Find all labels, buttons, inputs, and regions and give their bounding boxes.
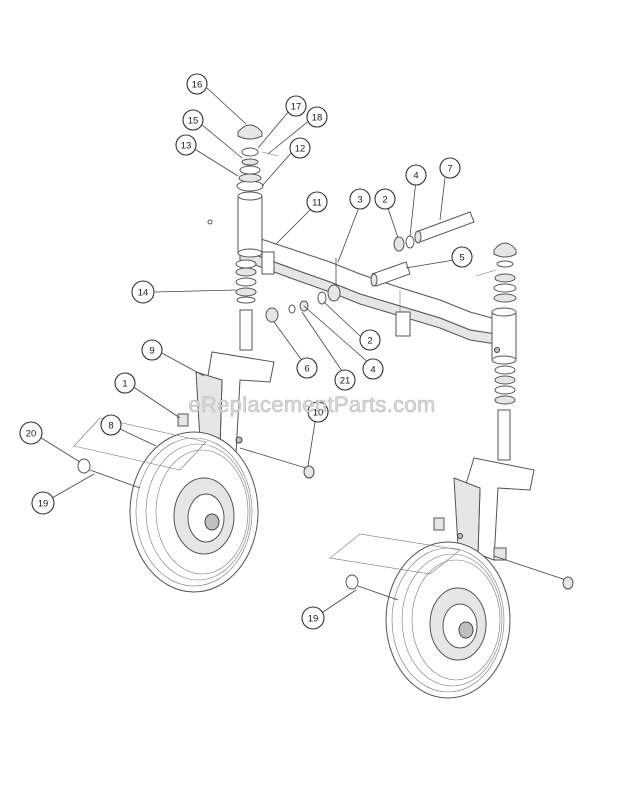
- svg-text:20: 20: [26, 429, 37, 440]
- svg-text:19: 19: [38, 499, 49, 510]
- callout-10: 10: [307, 401, 329, 423]
- svg-text:11: 11: [312, 198, 322, 209]
- svg-text:19: 19: [308, 614, 319, 625]
- svg-text:7: 7: [447, 164, 452, 175]
- svg-text:12: 12: [295, 144, 306, 155]
- callout-16: 16: [186, 73, 208, 95]
- callout-12: 12: [289, 137, 311, 159]
- svg-text:16: 16: [192, 80, 203, 91]
- callout-14: 14: [131, 280, 155, 304]
- axle-beam: [239, 231, 497, 345]
- callout-8: 8: [100, 414, 122, 436]
- axle-bolts: [77, 447, 574, 601]
- callout-7: 7: [439, 157, 461, 179]
- svg-text:2: 2: [382, 195, 387, 206]
- callout-2-top: 2: [374, 188, 396, 210]
- svg-text:9: 9: [149, 346, 154, 357]
- svg-text:5: 5: [459, 253, 464, 264]
- svg-text:17: 17: [291, 102, 302, 113]
- callout-4-top: 4: [405, 164, 427, 186]
- svg-text:6: 6: [304, 364, 309, 375]
- svg-text:14: 14: [138, 288, 149, 299]
- svg-text:4: 4: [370, 365, 375, 376]
- callout-1: 1: [114, 372, 136, 394]
- svg-text:8: 8: [108, 421, 113, 432]
- callout-20: 20: [19, 421, 43, 445]
- svg-text:10: 10: [313, 408, 324, 419]
- right-wheel: [385, 541, 511, 699]
- svg-text:13: 13: [181, 141, 192, 152]
- callout-5: 5: [451, 246, 473, 268]
- callout-4-bottom: 4: [362, 358, 384, 380]
- callout-17: 17: [285, 95, 307, 117]
- leader-lines: [37, 87, 455, 615]
- svg-text:2: 2: [367, 336, 372, 347]
- callout-2-bottom: 2: [359, 329, 381, 351]
- callout-6: 6: [296, 357, 318, 379]
- callout-11: 11: [306, 191, 328, 213]
- callout-9: 9: [141, 339, 163, 361]
- svg-text:15: 15: [188, 116, 199, 127]
- svg-text:21: 21: [340, 376, 351, 387]
- callout-19-right: 19: [301, 606, 325, 630]
- callout-21: 21: [334, 369, 356, 391]
- callout-3: 3: [349, 188, 371, 210]
- svg-text:1: 1: [122, 379, 127, 390]
- svg-text:3: 3: [357, 195, 362, 206]
- left-spindle-stack: [207, 124, 279, 351]
- svg-text:18: 18: [312, 113, 323, 124]
- left-wheel: [129, 431, 259, 593]
- reference-lines: [73, 417, 461, 575]
- svg-text:4: 4: [413, 171, 418, 182]
- callout-15: 15: [182, 109, 204, 131]
- callouts: 16 17 15 18 13 12 7 4 3 2 11 5 14 2 9 6 …: [19, 73, 473, 630]
- callout-19-left: 19: [31, 491, 55, 515]
- pivot-hardware: [265, 211, 475, 323]
- watermark-text: eReplacementParts.com: [188, 392, 435, 417]
- callout-18: 18: [306, 106, 328, 128]
- callout-13: 13: [175, 134, 197, 156]
- left-fork: [177, 351, 275, 455]
- right-spindle-stack: [475, 242, 517, 461]
